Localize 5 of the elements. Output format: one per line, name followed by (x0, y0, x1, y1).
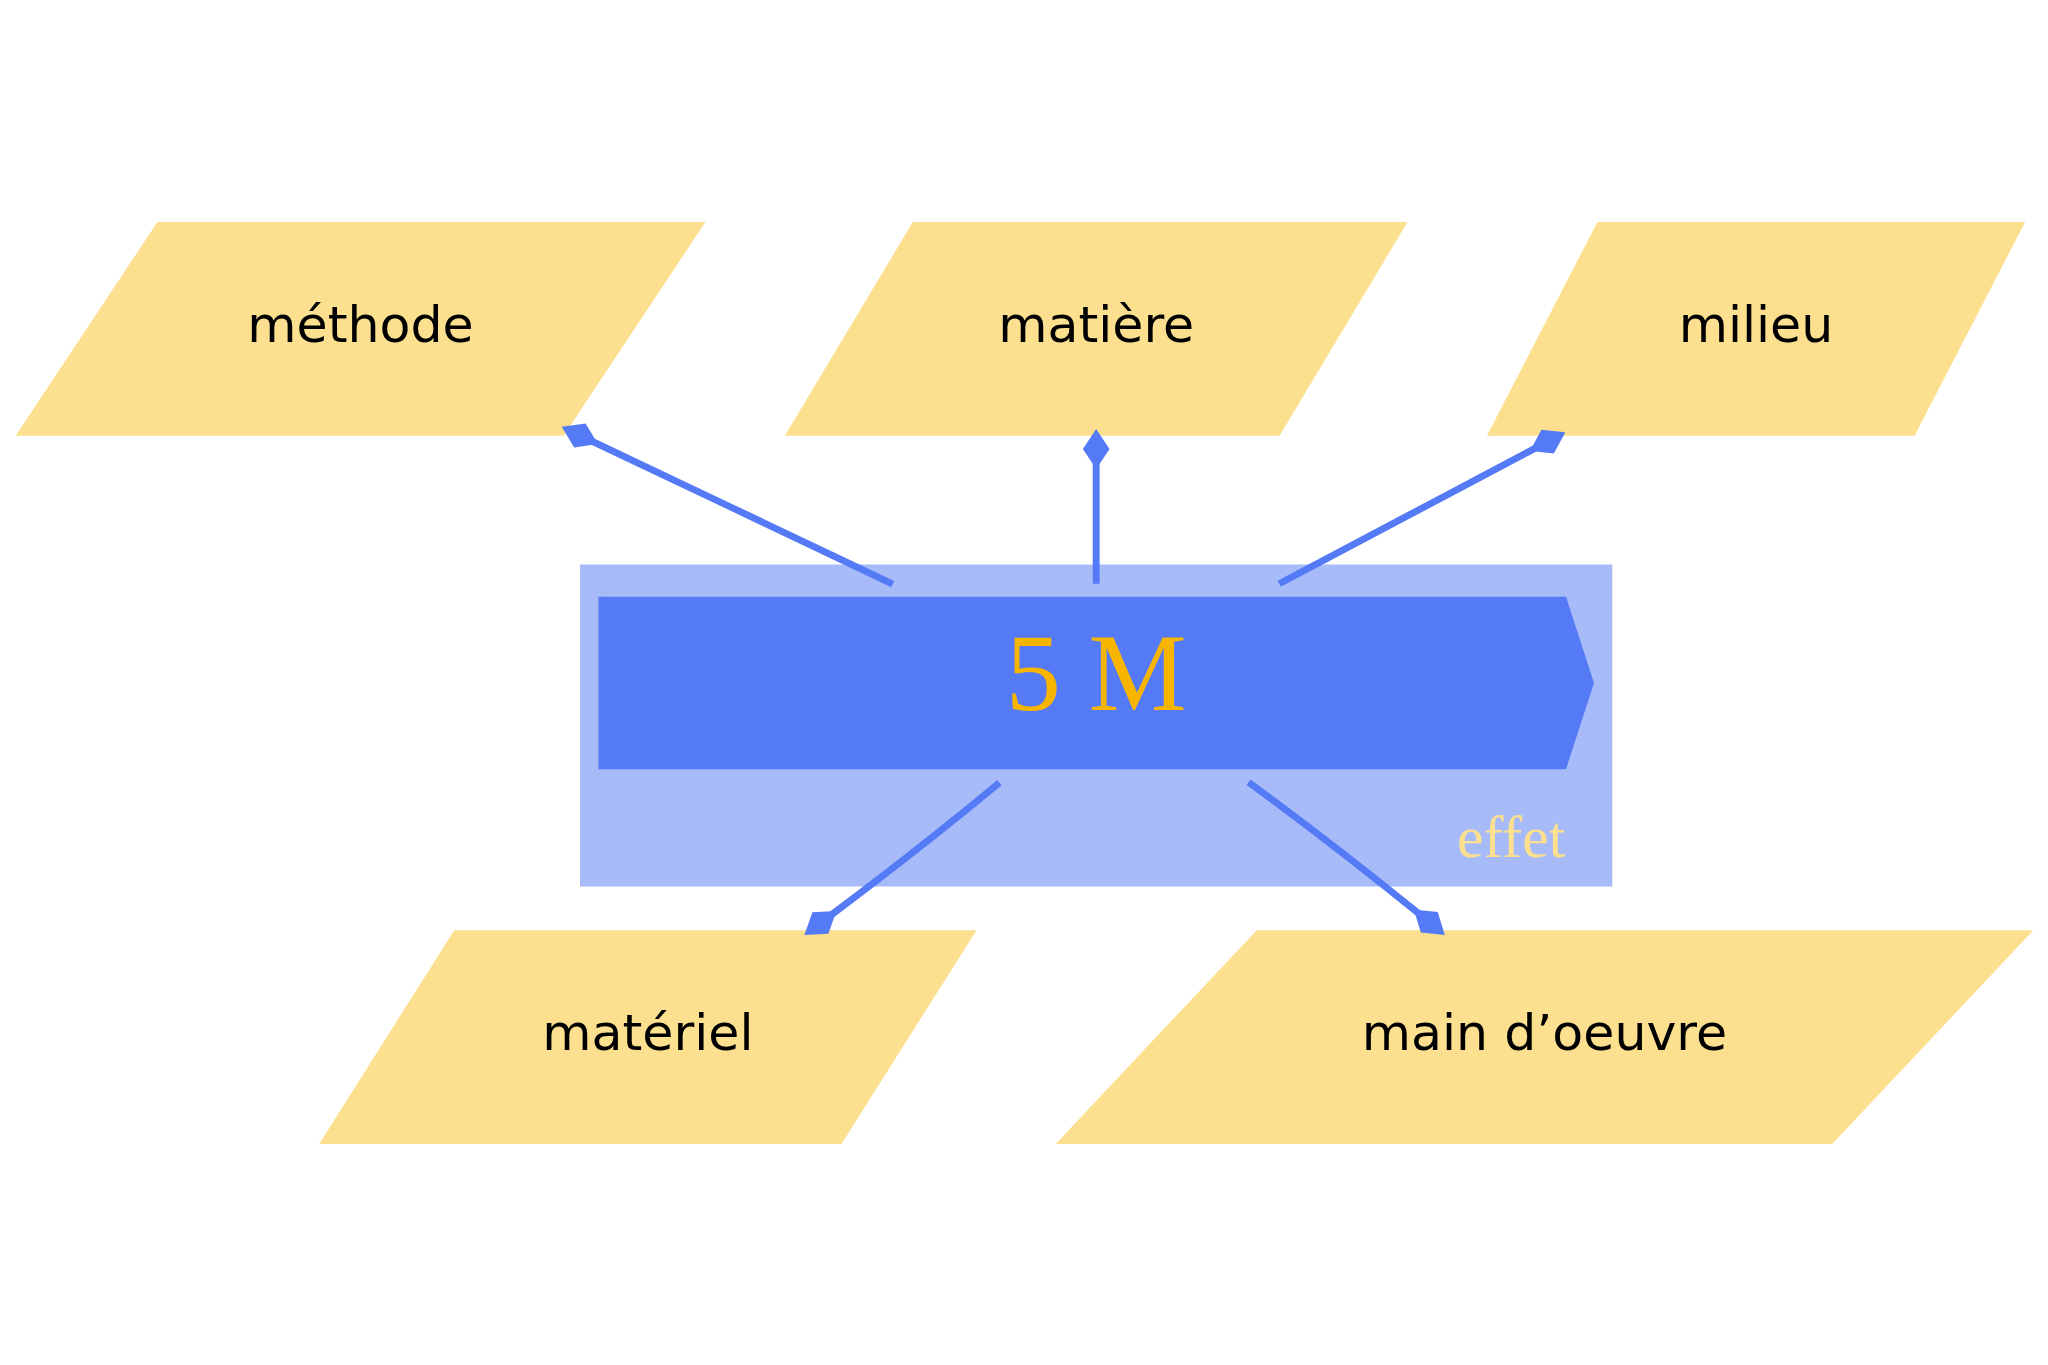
connector (1277, 429, 1566, 587)
connector (1082, 428, 1110, 584)
connector (561, 422, 895, 587)
connector (1246, 778, 1445, 935)
connector (804, 779, 1002, 935)
